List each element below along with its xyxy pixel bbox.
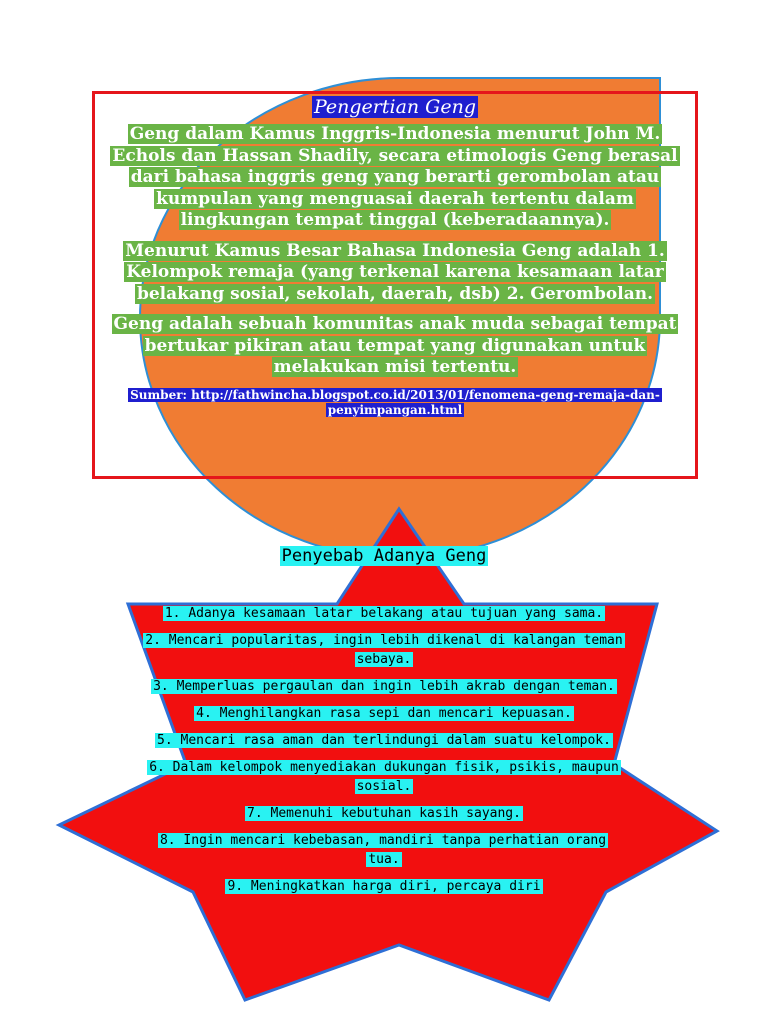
cause-item: 7. Memenuhi kebutuhan kasih sayang. xyxy=(245,806,523,821)
cause-item: 6. Dalam kelompok menyediakan dukungan f… xyxy=(147,760,621,794)
cause-item: 3. Memperluas pergaulan dan ingin lebih … xyxy=(151,679,617,694)
cause-item: 9. Meningkatkan harga diri, percaya diri xyxy=(225,879,543,894)
causes-list: 1. Adanya kesamaan latar belakang atau t… xyxy=(140,604,628,904)
definition-paragraph-2: Menurut Kamus Besar Bahasa Indonesia Gen… xyxy=(123,240,667,304)
causes-title: Penyebab Adanya Geng xyxy=(279,546,489,566)
cause-item: 5. Mencari rasa aman dan terlindungi dal… xyxy=(155,733,613,748)
definition-title: Pengertian Geng xyxy=(311,96,479,118)
source-link[interactable]: Sumber: http://fathwincha.blogspot.co.id… xyxy=(128,387,662,417)
definition-section: Pengertian Geng Geng dalam Kamus Inggris… xyxy=(100,96,690,418)
definition-paragraph-3: Geng adalah sebuah komunitas anak muda s… xyxy=(111,314,679,377)
cause-item: 1. Adanya kesamaan latar belakang atau t… xyxy=(162,606,606,621)
star-shape xyxy=(55,506,720,1002)
definition-frame xyxy=(92,91,698,479)
cause-item: 4. Menghilangkan rasa sepi dan mencari k… xyxy=(194,706,574,721)
cause-item: 2. Mencari popularitas, ingin lebih dike… xyxy=(143,633,625,667)
definition-paragraph-1: Geng dalam Kamus Inggris-Indonesia menur… xyxy=(110,124,680,230)
cause-item: 8. Ingin mencari kebebasan, mandiri tanp… xyxy=(157,833,609,867)
